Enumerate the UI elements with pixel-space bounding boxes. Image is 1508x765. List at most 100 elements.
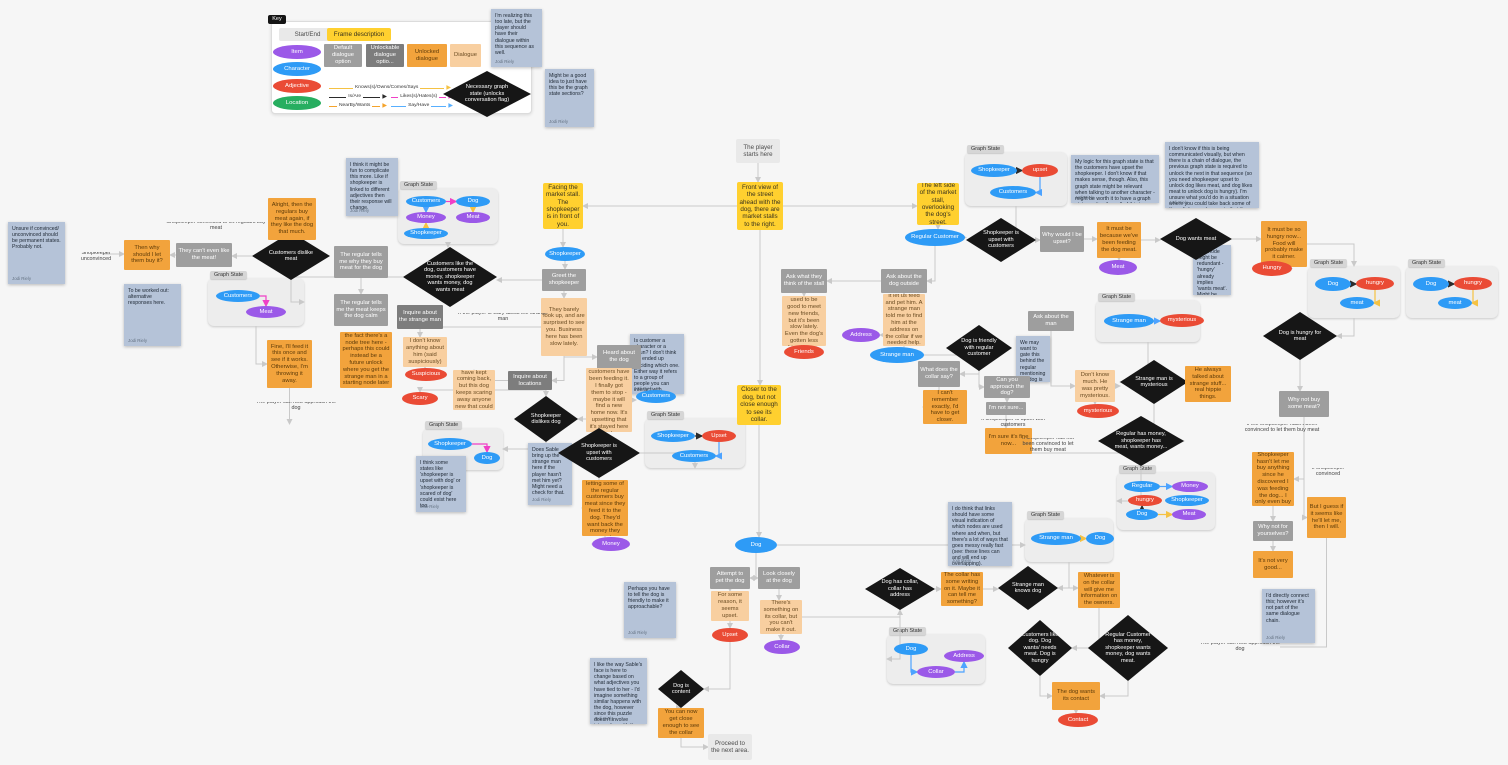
gsh1-hungry[interactable]: hungry: [1356, 277, 1394, 290]
dia-shopkeeper-dislikes-dog[interactable]: Shopkeeper dislikes dog: [514, 396, 578, 442]
gsr-regular[interactable]: Regular: [1124, 481, 1160, 492]
dlg-whatever-collar[interactable]: Whatever is on the collar will give me i…: [1078, 572, 1120, 608]
opt-ask-about-man[interactable]: Ask about the man: [1028, 311, 1074, 331]
note-realizing[interactable]: I'm realizing this too late, but the pla…: [491, 9, 542, 67]
note-directly-connect[interactable]: I'd directly connect this; however it's …: [1262, 589, 1315, 643]
opt-regular-tells-2[interactable]: The regular tells me the meat keeps the …: [334, 294, 388, 326]
key-character[interactable]: Character: [273, 62, 321, 76]
note-alternative[interactable]: To be worked out: alternative responses …: [124, 284, 181, 346]
gssu2-upset[interactable]: upset: [1022, 164, 1058, 177]
key-unlocked-dialogue[interactable]: Unlocked dialogue: [407, 44, 447, 67]
gssu1-upset[interactable]: Upset: [702, 430, 736, 442]
gsm-money[interactable]: Money: [406, 212, 446, 223]
adj-upset-2[interactable]: Upset: [712, 628, 748, 642]
gsm-meat[interactable]: Meat: [456, 212, 490, 223]
dia-shop-up3[interactable]: Shopkeeper is upset with customers: [966, 218, 1036, 262]
gssm-strange-man[interactable]: Strange man: [1104, 314, 1154, 328]
gssu1-customers[interactable]: Customers: [672, 450, 716, 462]
note-gate-friendly[interactable]: We may want to gate this behind the regu…: [1016, 336, 1050, 382]
key-frame-description[interactable]: Frame description: [327, 28, 391, 41]
gssd2-dog[interactable]: Dog: [1086, 532, 1114, 545]
dlg-close-enough[interactable]: You can now get close enough to see the …: [658, 708, 704, 738]
gs-customers-meat[interactable]: Graph State: [208, 271, 304, 326]
gsdc-collar[interactable]: Collar: [917, 666, 955, 678]
gssd-shopkeeper[interactable]: Shopkeeper: [428, 438, 472, 450]
adj-suspicious[interactable]: Suspicious: [405, 368, 447, 381]
dlg-not-very-good[interactable]: It's not very good...: [1253, 551, 1293, 578]
gssd-dog[interactable]: Dog: [474, 452, 500, 464]
dia-customers-love-dog[interactable]: Customers like the dog, customers have m…: [403, 247, 497, 307]
item-meat-2[interactable]: Meat: [1099, 260, 1137, 275]
opt-inquire-locations[interactable]: Inquire about locations: [508, 371, 552, 390]
char-strange-man[interactable]: Strange man: [870, 347, 924, 363]
key-unlockable-dialogue-option[interactable]: Unlockable dialogue optio...: [366, 44, 404, 67]
gsm-shopkeeper[interactable]: Shopkeeper: [404, 228, 448, 239]
dlg-not-sure-node-tree[interactable]: Not sure if I like the fact there's a no…: [340, 332, 392, 388]
dia-dog-collar-address[interactable]: Dog has collar, collar has address: [865, 568, 935, 610]
dlg-few-customers[interactable]: A few customers have been feeding it. I …: [586, 368, 632, 432]
note-links-visual[interactable]: I do think that links should have some v…: [948, 502, 1012, 566]
gssm-mysterious[interactable]: mysterious: [1160, 314, 1204, 327]
start-player[interactable]: The player starts here: [736, 139, 780, 163]
opt-what-collar-say[interactable]: What does the collar say?: [918, 361, 960, 387]
key-default-dialogue-option[interactable]: Default dialogue option: [324, 44, 362, 67]
gsh2-meat[interactable]: meat: [1438, 297, 1472, 309]
dlg-dont-know-him[interactable]: I don't know anything about him (said su…: [403, 337, 447, 367]
note-dog-friendly[interactable]: Perhaps you have to tell the dog is frie…: [624, 582, 676, 638]
char-customers[interactable]: Customers: [636, 390, 676, 403]
dlg-place-used[interactable]: This place used to be good to meet new f…: [782, 296, 826, 346]
dlg-dont-know-much[interactable]: Don't know much. He was pretty mysteriou…: [1075, 370, 1115, 402]
dlg-collar-writing[interactable]: The collar has some writing on it. Maybe…: [941, 572, 983, 606]
key-start-end[interactable]: Start/End: [279, 28, 336, 41]
dia-customers-like-dog[interactable]: Customers like dog. Dog wants/ needs mea…: [1008, 620, 1072, 676]
dlg-fine-feed[interactable]: Fine, I'll feed it this once and see if …: [267, 340, 312, 388]
frame-left-side[interactable]: The left side of the market stall, overl…: [917, 183, 959, 225]
dlg-fine-now[interactable]: I'm sure it's fine now...: [985, 428, 1032, 454]
frame-facing-stall[interactable]: Facing the market stall. The shopkeeper …: [543, 183, 583, 229]
adj-scary[interactable]: Scary: [402, 392, 438, 405]
dia-regular-customer-money[interactable]: Regular Customer has money, shopkeeper w…: [1088, 615, 1168, 681]
gsh1-dog[interactable]: Dog: [1315, 277, 1351, 291]
gsh2-hungry[interactable]: hungry: [1454, 277, 1492, 290]
dia-regular-has-money[interactable]: Regular has money, shopkeeper has meat, …: [1098, 416, 1184, 466]
gsr-dog[interactable]: Dog: [1126, 509, 1158, 520]
gsdc-dog[interactable]: Dog: [894, 643, 928, 655]
dlg-alright-regulars[interactable]: Alright, then the regulars buy meat agai…: [268, 198, 316, 240]
char-shopkeeper[interactable]: Shopkeeper: [545, 247, 585, 261]
gssu2-shopkeeper[interactable]: Shopkeeper: [971, 164, 1017, 177]
dia-dog-hungry-meat[interactable]: Dog is hungry for meat: [1263, 312, 1337, 360]
opt-inquire-strange-man[interactable]: Inquire about the strange man: [397, 305, 443, 329]
item-money-2[interactable]: Money: [592, 537, 630, 551]
adj-mysterious[interactable]: mysterious: [1077, 404, 1119, 418]
dlg-must-be-feeding[interactable]: It must be because we've been feeding th…: [1097, 222, 1141, 258]
opt-cant-even-like[interactable]: They can't even like the meat!: [176, 243, 232, 267]
opt-im-not-sure[interactable]: I'm not sure...: [986, 402, 1026, 415]
key-item[interactable]: Item: [273, 45, 321, 59]
opt-can-approach[interactable]: Can you approach the dog?: [984, 376, 1030, 398]
opt-look-closely[interactable]: Look closely at the dog: [758, 567, 800, 589]
dlg-dog-wants-contact[interactable]: The dog wants its contact: [1052, 682, 1100, 710]
note-my-logic[interactable]: My logic for this graph state is that th…: [1071, 155, 1159, 203]
dlg-but-i-guess[interactable]: But I guess if it seems like he'll let m…: [1307, 497, 1346, 538]
note-complicate[interactable]: I think it might be fun to complicate th…: [346, 158, 398, 216]
note-states-upset-dog[interactable]: I think some states like 'shopkeeper is …: [416, 456, 466, 512]
note-good-idea[interactable]: Might be a good idea to just have this b…: [545, 69, 594, 127]
dlg-shop-hasnt-let[interactable]: The Shopkeeper hasn't let me buy anythin…: [1252, 452, 1294, 506]
item-address[interactable]: Address: [842, 328, 880, 342]
dlg-havent-letting[interactable]: I haven't been letting some of the regul…: [582, 480, 628, 536]
gsr-meat[interactable]: Meat: [1172, 509, 1206, 520]
dlg-something-collar[interactable]: There's something on its collar, but you…: [760, 600, 802, 634]
dlg-must-be-hungry[interactable]: It must be so hungry now... Food will pr…: [1261, 221, 1307, 267]
gsh1-meat[interactable]: meat: [1340, 297, 1374, 309]
gsm-dog[interactable]: Dog: [456, 196, 490, 207]
adj-contact[interactable]: Contact: [1058, 713, 1098, 727]
opt-why-upset[interactable]: Why would I be upset?: [1040, 226, 1084, 252]
dlg-then-why[interactable]: Then why should I let them buy it?: [124, 240, 170, 270]
end-proceed[interactable]: Proceed to the next area.: [708, 734, 752, 760]
note-communicated[interactable]: I don't know if this is being communicat…: [1165, 142, 1259, 208]
gsh2-dog[interactable]: Dog: [1413, 277, 1449, 291]
gs-dog-hungry-2[interactable]: Graph State: [1406, 259, 1498, 318]
dlg-barely-look[interactable]: They barely look up, and are surprised t…: [541, 298, 587, 356]
note-hungry-redundant[interactable]: This node might be redundant - 'hungry' …: [1193, 245, 1231, 295]
gscm-customers[interactable]: Customers: [216, 290, 260, 302]
